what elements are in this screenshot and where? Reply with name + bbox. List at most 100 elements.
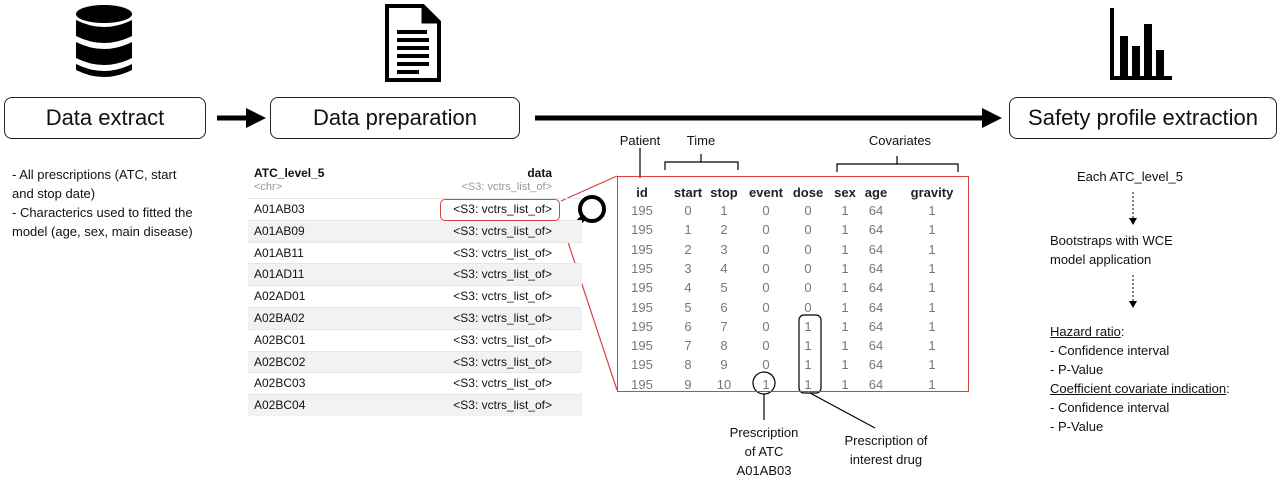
annotation-line: Prescription bbox=[729, 425, 799, 440]
table-cell: 3 bbox=[684, 260, 692, 276]
bar-chart-icon bbox=[1110, 8, 1172, 80]
table-cell: 0 bbox=[762, 203, 770, 218]
table-row: A01AB11<S3: vctrs_list_of> bbox=[248, 241, 582, 264]
safety-results: Hazard ratio: - Confidence interval - P-… bbox=[1050, 324, 1230, 434]
atc-data-cell: <S3: vctrs_list_of> bbox=[453, 223, 552, 238]
table-cell: 7 bbox=[684, 338, 692, 354]
table-cell: 64 bbox=[868, 357, 884, 373]
table-cell: 1 bbox=[928, 299, 936, 315]
table-cell: 195 bbox=[631, 260, 653, 276]
atc-data-cell: <S3: vctrs_list_of> bbox=[453, 310, 552, 325]
stage-label: Data preparation bbox=[313, 105, 477, 130]
table-cell: 1 bbox=[928, 203, 936, 218]
table-cell: 64 bbox=[868, 338, 884, 354]
table-cell: 10 bbox=[716, 376, 732, 392]
patient-label: Patient bbox=[619, 133, 661, 148]
table-cell: 195 bbox=[631, 357, 653, 373]
table-cell: 195 bbox=[631, 299, 653, 315]
column-header-sex: sex bbox=[834, 185, 856, 200]
arrow-right-icon bbox=[535, 108, 1002, 128]
table-cell: 1 bbox=[928, 376, 936, 392]
table-cell: 64 bbox=[868, 241, 884, 257]
atc-table-body: A01AB03 <S3: vctrs_list_of> A01AB09 <S3: vc… bbox=[248, 198, 582, 416]
table-cell: 64 bbox=[868, 376, 884, 392]
atc-data-cell: <S3: vctrs_list_of> bbox=[453, 202, 552, 216]
atc-code: A01AB03 bbox=[254, 202, 305, 216]
table-cell: 1 bbox=[841, 260, 849, 276]
table-row: A02BC02<S3: vctrs_list_of> bbox=[248, 350, 582, 373]
atc-code: A01AB09 bbox=[254, 223, 305, 238]
table-cell: 0 bbox=[762, 299, 770, 315]
atc-data-cell: <S3: vctrs_list_of> bbox=[453, 354, 552, 369]
stage-label: Data extract bbox=[45, 105, 165, 130]
table-cell: 0 bbox=[762, 260, 770, 276]
table-cell: 0 bbox=[804, 203, 812, 218]
table-cell: 1 bbox=[928, 241, 936, 257]
description-line: - All prescriptions (ATC, start bbox=[12, 167, 177, 182]
table-cell: 1 bbox=[928, 357, 936, 373]
coef-item: - Confidence interval bbox=[1050, 400, 1170, 415]
table-cell: 1 bbox=[928, 318, 936, 334]
table-cell: 6 bbox=[720, 299, 728, 315]
table-cell: 8 bbox=[684, 357, 692, 373]
hazard-item: - P-Value bbox=[1050, 362, 1104, 377]
table-row: A02BC01<S3: vctrs_list_of> bbox=[248, 328, 582, 351]
table-row: A01AD11<S3: vctrs_list_of> bbox=[248, 263, 582, 286]
atc-col-header: ATC_level_5 bbox=[254, 166, 325, 180]
atc-code: A01AB11 bbox=[254, 245, 304, 260]
stage-data-extract: Data extract bbox=[4, 97, 206, 139]
database-icon bbox=[76, 5, 132, 77]
table-cell: 9 bbox=[720, 357, 728, 373]
covariates-bracket bbox=[836, 156, 959, 172]
table-cell: 195 bbox=[631, 280, 653, 296]
table-cell: 1 bbox=[684, 222, 692, 238]
arrow-right-icon bbox=[217, 108, 266, 128]
table-cell: 1 bbox=[841, 318, 849, 334]
dose-pointer bbox=[809, 392, 876, 429]
table-cell: 1 bbox=[841, 357, 849, 373]
table-cell: 1 bbox=[928, 222, 936, 238]
table-cell: 64 bbox=[868, 299, 884, 315]
stage-data-preparation: Data preparation bbox=[270, 97, 520, 139]
table-cell: 8 bbox=[720, 338, 728, 354]
table-row: A02BC03<S3: vctrs_list_of> bbox=[248, 372, 582, 394]
hazard-item: - Confidence interval bbox=[1050, 343, 1170, 358]
column-header-start: start bbox=[673, 185, 703, 200]
atc-data-cell: <S3: vctrs_list_of> bbox=[453, 398, 552, 413]
selected-cell-highlight bbox=[440, 199, 560, 221]
table-row: A01AB09 <S3: vctrs_list_of> bbox=[248, 219, 582, 242]
table-cell: 0 bbox=[804, 260, 812, 276]
table-cell: 64 bbox=[868, 280, 884, 296]
table-cell: 0 bbox=[762, 357, 770, 373]
column-header-stop: stop bbox=[710, 185, 738, 200]
table-cell: 1 bbox=[804, 318, 812, 334]
atc-code: A01AD11 bbox=[254, 267, 305, 282]
table-cell: 195 bbox=[631, 203, 653, 218]
table-cell: 0 bbox=[762, 280, 770, 296]
table-cell: 3 bbox=[720, 241, 728, 257]
table-cell: 0 bbox=[684, 203, 692, 218]
table-cell: 6 bbox=[684, 318, 692, 334]
extract-description: - All prescriptions (ATC, start and stop… bbox=[12, 165, 193, 241]
table-row: A01AB03 <S3: vctrs_list_of> bbox=[248, 198, 582, 220]
table-cell: 195 bbox=[631, 222, 653, 238]
stage-safety-profile: Safety profile extraction bbox=[1009, 97, 1277, 139]
column-header-id: id bbox=[636, 185, 648, 200]
table-cell: 1 bbox=[720, 203, 728, 218]
table-cell: 1 bbox=[928, 260, 936, 276]
table-cell: 0 bbox=[804, 222, 812, 238]
stage-label: Safety profile extraction bbox=[1028, 105, 1258, 130]
description-line: - Characterics used to fitted the bbox=[12, 205, 193, 220]
time-bracket bbox=[664, 154, 739, 170]
column-header-dose: dose bbox=[792, 185, 824, 200]
table-cell: 4 bbox=[684, 280, 692, 296]
table-cell: 5 bbox=[720, 280, 728, 296]
data-col-type: <S3: vctrs_list_of> bbox=[461, 181, 553, 193]
table-cell: 0 bbox=[762, 241, 770, 257]
table-row: A02BC04<S3: vctrs_list_of> bbox=[248, 394, 582, 416]
bootstrap-line: Bootstraps with WCE bbox=[1050, 233, 1173, 248]
table-cell: 1 bbox=[804, 376, 812, 392]
dashed-arrow-down-icon bbox=[1129, 275, 1137, 308]
